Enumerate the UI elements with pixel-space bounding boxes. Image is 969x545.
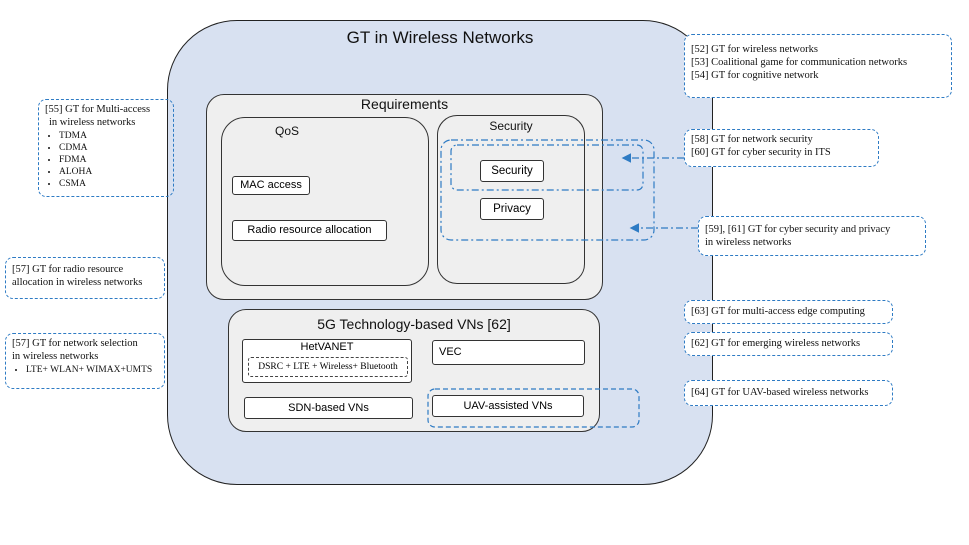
- ref-box-59: [59], [61] GT for cyber security and pri…: [698, 216, 926, 256]
- ref-line: [59], [61] GT for cyber security and pri…: [705, 224, 891, 235]
- radio-resource-allocation-node: Radio resource allocation: [232, 220, 387, 241]
- technology-title: 5G Technology-based VNs [62]: [317, 316, 511, 332]
- ref-box-64: [64] GT for UAV-based wireless networks: [684, 380, 893, 406]
- ref-line: [55] GT for Multi-access: [45, 104, 151, 115]
- ref-line: in wireless networks: [705, 237, 792, 248]
- security-group-outline: [440, 139, 655, 241]
- ref-line: [60] GT for cyber security in ITS: [691, 147, 831, 158]
- ref-box-63: [63] GT for multi-access edge computing: [684, 300, 893, 324]
- ref-box-57-radio: [57] GT for radio resource allocation in…: [5, 257, 165, 299]
- sdn-node: SDN-based VNs: [244, 397, 413, 419]
- ref-box-58: [58] GT for network security [60] GT for…: [684, 129, 879, 167]
- requirements-title: Requirements: [360, 96, 449, 112]
- qos-box: [221, 117, 429, 286]
- ref-line: [57] GT for network selection: [12, 338, 138, 349]
- hetvanet-title: HetVANET: [300, 341, 354, 353]
- ref-line: [57] GT for radio resource: [12, 264, 124, 275]
- ref-line: [58] GT for network security: [691, 134, 813, 145]
- security-inner-outline: [450, 144, 644, 191]
- privacy-node: Privacy: [480, 198, 544, 220]
- ref-list: TDMA CDMA FDMA ALOHA CSMA: [45, 130, 167, 190]
- ref-line: [53] Coalitional game for communication …: [691, 57, 908, 68]
- ref-list-item: ALOHA: [59, 166, 167, 178]
- ref-line: in wireless networks: [49, 117, 136, 128]
- ref-box-62: [62] GT for emerging wireless networks: [684, 332, 893, 356]
- ref-list-item: CSMA: [59, 178, 167, 190]
- ref-list-item: CDMA: [59, 142, 167, 154]
- security-node: Security: [480, 160, 544, 182]
- dsrc-node: DSRC + LTE + Wireless+ Bluetooth: [248, 357, 408, 377]
- ref-line: [52] GT for wireless networks: [691, 44, 818, 55]
- ref-box-52: [52] GT for wireless networks [53] Coali…: [684, 34, 952, 98]
- uav-group-outline: [427, 388, 640, 428]
- ref-box-55: [55] GT for Multi-access in wireless net…: [38, 99, 174, 197]
- mac-access-node: MAC access: [232, 176, 310, 195]
- qos-title: QoS: [275, 124, 300, 138]
- ref-line: allocation in wireless networks: [12, 277, 143, 288]
- ref-line: [54] GT for cognitive network: [691, 70, 819, 81]
- ref-list-item: TDMA: [59, 130, 167, 142]
- uav-node: UAV-assisted VNs: [432, 395, 584, 417]
- security-title: Security: [489, 119, 533, 133]
- main-title: GT in Wireless Networks: [346, 28, 534, 47]
- ref-list-item: LTE+ WLAN+ WIMAX+UMTS: [26, 364, 158, 376]
- ref-list: LTE+ WLAN+ WIMAX+UMTS: [12, 364, 158, 376]
- ref-line: in wireless networks: [12, 351, 99, 362]
- ref-box-57-selection: [57] GT for network selection in wireles…: [5, 333, 165, 389]
- vec-node: VEC: [432, 340, 585, 365]
- ref-list-item: FDMA: [59, 154, 167, 166]
